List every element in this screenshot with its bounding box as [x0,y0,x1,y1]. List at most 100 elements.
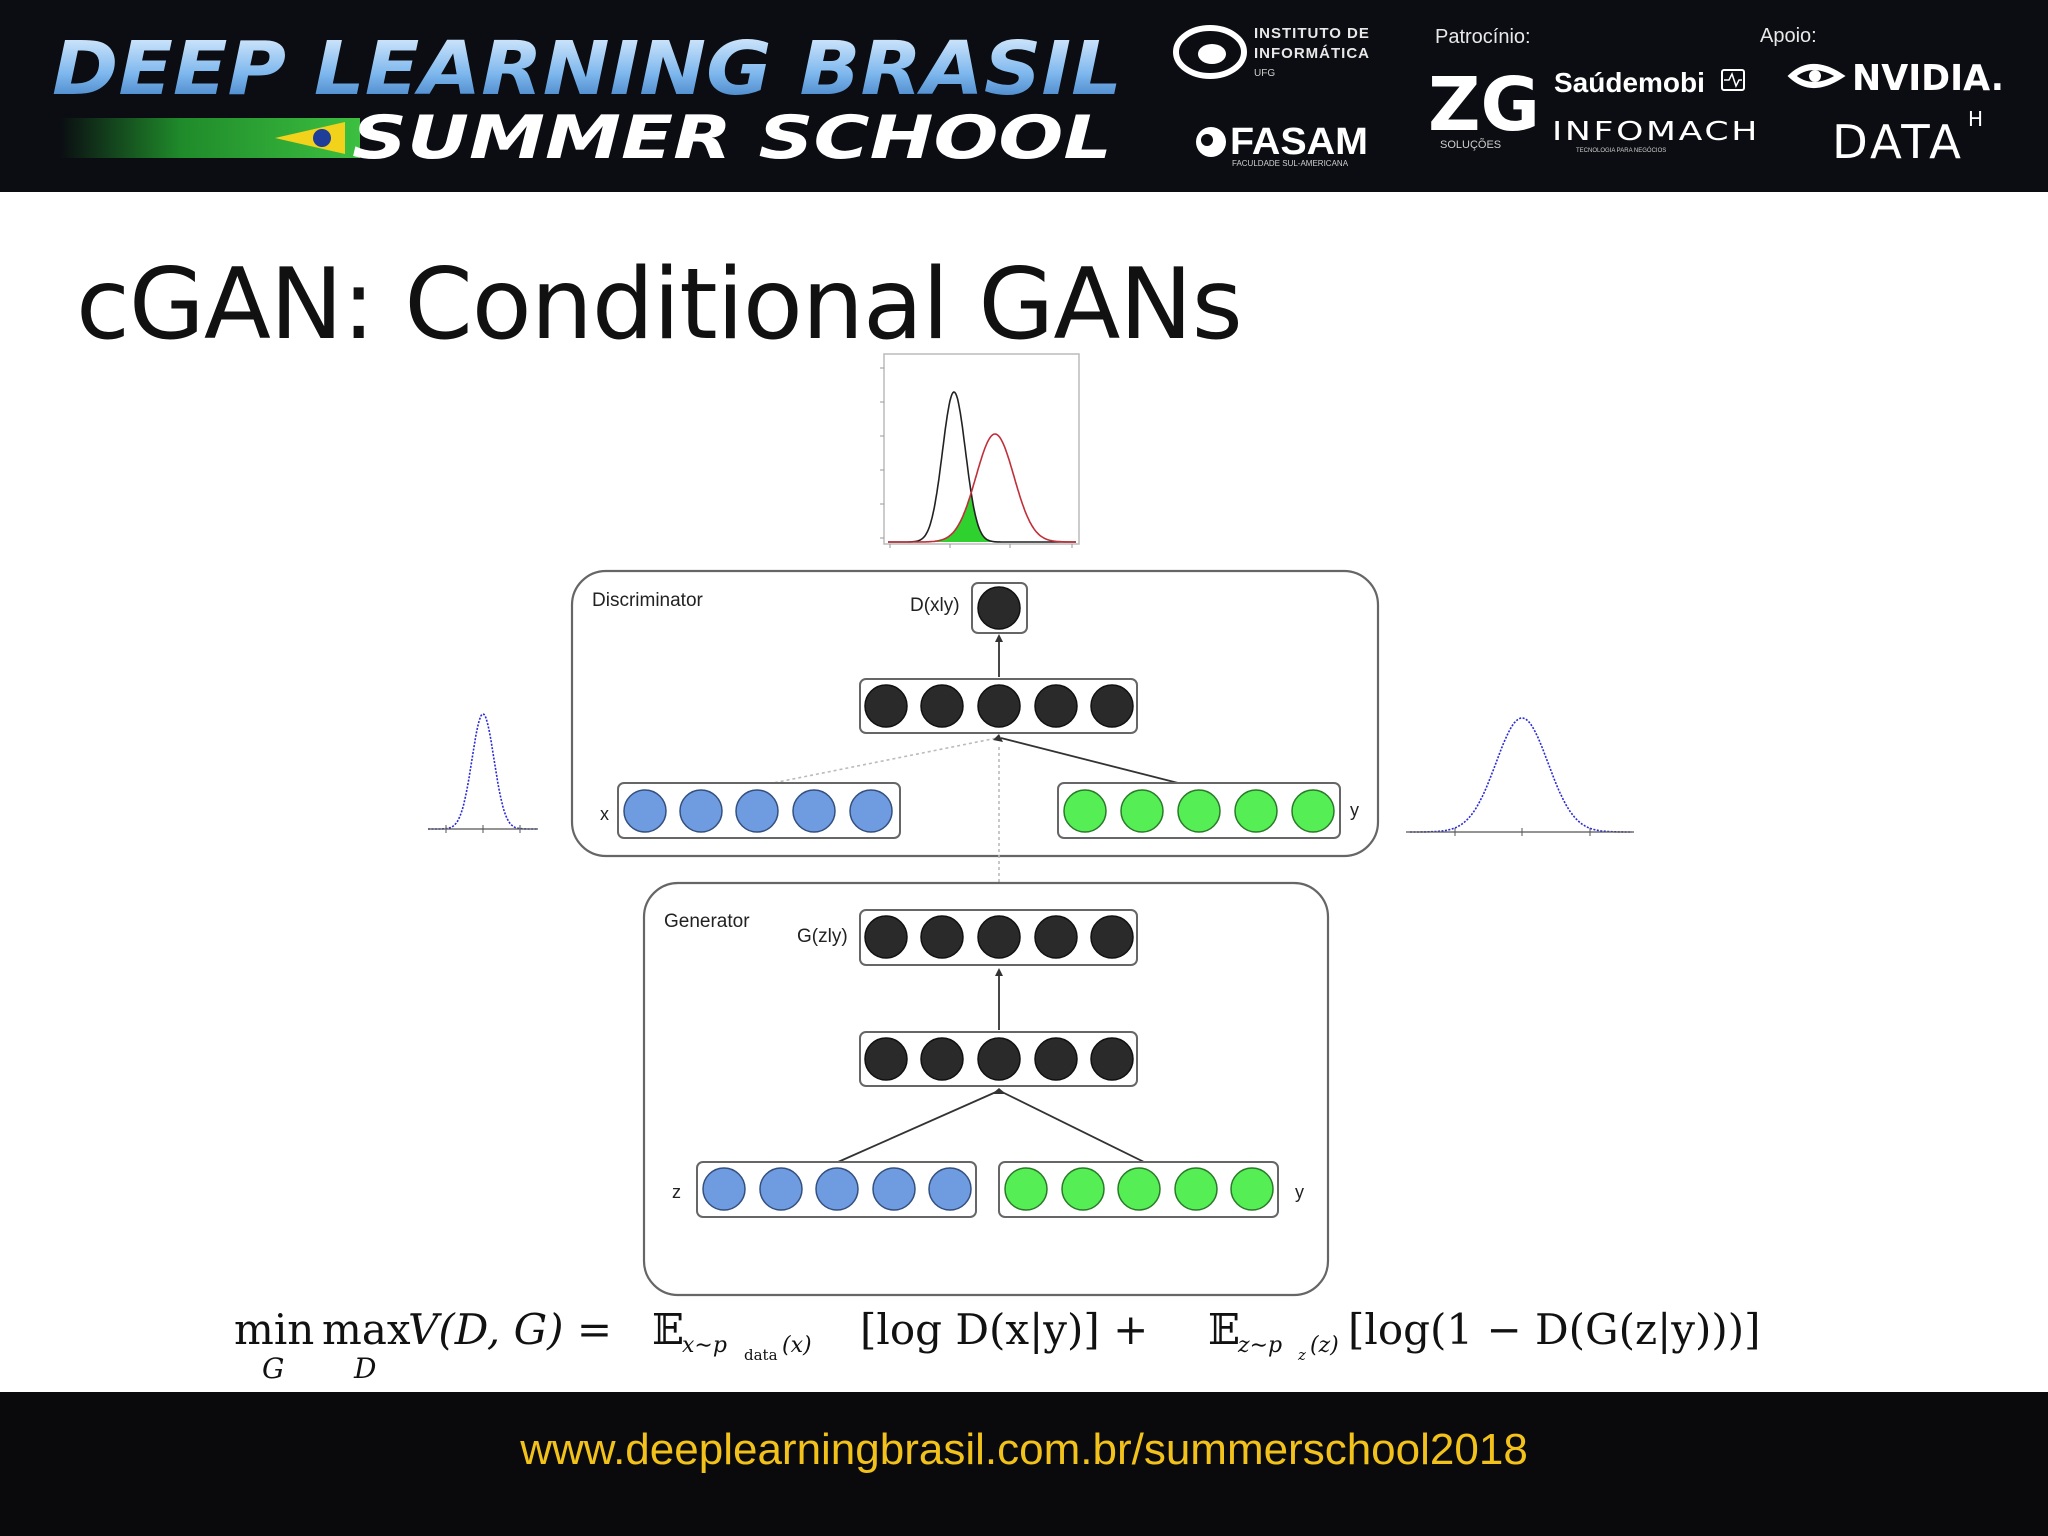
distribution-overlap-plot [880,353,1080,548]
y-input-label-d: y [1350,800,1359,820]
d-hidden-node [977,684,1021,728]
svg-text:INFORMÁTICA: INFORMÁTICA [1254,45,1370,62]
x-input-node [849,789,893,833]
x-input-node [792,789,836,833]
svg-text:Saúdemobi: Saúdemobi [1554,67,1705,98]
footer-graphic: www.deeplearningbrasil.com.br/summerscho… [519,1425,1528,1474]
x-input-layer [623,789,893,833]
z-input-layer [702,1167,972,1211]
svg-text:TECNOLOGIA PARA NEGÓCIOS: TECNOLOGIA PARA NEGÓCIOS [1576,147,1666,154]
svg-text:H: H [1968,107,1983,131]
y-input-label-g: y [1295,1182,1304,1202]
svg-text:ZG: ZG [1428,62,1540,148]
infomach-logo: INFOMACH TECNOLOGIA PARA NEGÓCIOS [1552,117,1760,154]
formula-min-sub: G [262,1352,284,1385]
x-input-label: x [600,804,609,824]
z-input-node [928,1167,972,1211]
z-input-node [872,1167,916,1211]
x-input-node [679,789,723,833]
formula-min: min [234,1305,314,1354]
header-graphic: DEEP LEARNING BRASIL SUMMER SCHOOL INSTI… [52,25,2004,173]
svg-text:DATA: DATA [1832,115,1964,169]
arrow-z-to-g-hidden [837,1091,997,1163]
y-input-node [1174,1167,1218,1211]
g-output-node [920,915,964,959]
z-input-label: z [672,1182,681,1202]
formula-max: max [322,1305,411,1354]
cgan-objective-formula: min G max D V(D, G) = 𝔼 x∼p data (x) [lo… [234,1305,1761,1385]
d-hidden-node [1090,684,1134,728]
data-distribution-curve [888,391,1076,543]
y-input-layer-d [1063,789,1335,833]
y-input-node [1234,789,1278,833]
g-hidden-node [1034,1037,1078,1081]
generator-label: Generator [664,911,750,932]
right-gaussian-plot [1406,717,1634,836]
g-output-node [864,915,908,959]
datah-logo: DATA H [1832,107,1983,169]
formula-expect-2: 𝔼 [1208,1305,1240,1354]
g-output-layer [864,915,1134,959]
fasam-logo: FASAM FACULDADE SUL-AMERICANA [1196,121,1368,168]
y-input-node [1177,789,1221,833]
g-output-label: G(zly) [797,926,848,947]
svg-text:UFG: UFG [1254,68,1275,79]
formula-value-fn: V(D, G) = [408,1305,612,1354]
cgan-diagram: Discriminator D(xly) x y [428,353,1634,1297]
formula-expect-2-subsub: z [1297,1346,1306,1364]
g-hidden-layer [864,1037,1134,1081]
formula-expect-1-sub-tail: (x) [782,1333,812,1358]
arrow-y-to-d-hidden [1000,737,1187,786]
d-hidden-node [864,684,908,728]
formula-expect-1: 𝔼 [652,1305,684,1354]
y-input-node [1004,1167,1048,1211]
y-input-node [1120,789,1164,833]
d-hidden-layer [864,684,1134,728]
footer-banner: www.deeplearningbrasil.com.br/summerscho… [0,1392,2048,1536]
x-input-node [735,789,779,833]
formula-expect-2-sub: z∼p [1237,1333,1282,1358]
svg-text:FACULDADE SUL-AMERICANA: FACULDADE SUL-AMERICANA [1232,159,1349,168]
y-input-node [1117,1167,1161,1211]
svg-text:FASAM: FASAM [1230,121,1368,163]
nvidia-logo: NVIDIA. [1787,58,2004,99]
brand-title: DEEP LEARNING BRASIL [52,26,1122,112]
g-hidden-node [920,1037,964,1081]
zg-logo: ZG SOLUÇÕES [1428,62,1540,151]
g-output-node [1034,915,1078,959]
svg-text:NVIDIA.: NVIDIA. [1852,58,2004,99]
inf-ufg-logo: INSTITUTO DE INFORMÁTICA UFG [1173,25,1370,79]
y-input-node [1063,789,1107,833]
formula-expect-1-sub: x∼p [682,1333,727,1358]
g-output-node [1090,915,1134,959]
d-output-label: D(xly) [910,595,960,616]
saudemobi-logo: Saúdemobi [1554,67,1745,98]
sponsor-label: Patrocínio: [1435,26,1531,48]
y-input-layer-g [1004,1167,1274,1211]
y-input-node [1061,1167,1105,1211]
svg-text:INFOMACH: INFOMACH [1552,117,1760,147]
z-input-node [815,1167,859,1211]
footer-url[interactable]: www.deeplearningbrasil.com.br/summerscho… [519,1425,1528,1474]
d-hidden-node [1034,684,1078,728]
z-input-node [702,1167,746,1211]
x-input-node [623,789,667,833]
svg-text:SOLUÇÕES: SOLUÇÕES [1440,138,1501,151]
z-input-node [759,1167,803,1211]
g-hidden-node [1090,1037,1134,1081]
header-banner: DEEP LEARNING BRASIL SUMMER SCHOOL INSTI… [0,0,2048,192]
formula-max-sub: D [353,1352,376,1385]
g-hidden-node [864,1037,908,1081]
y-input-node [1291,789,1335,833]
slide-title: cGAN: Conditional GANs [76,248,1243,362]
plot-ticks [880,367,1073,548]
left-gaussian-plot [428,713,538,833]
discriminator-label: Discriminator [592,590,704,611]
y-input-node [1230,1167,1274,1211]
svg-text:INSTITUTO DE: INSTITUTO DE [1254,25,1370,42]
generated-distribution-curve [888,433,1076,543]
g-output-node [977,915,1021,959]
d-output-node [977,586,1021,630]
formula-term-1: [log D(x|y)] + [860,1305,1148,1354]
brand-subtitle: SUMMER SCHOOL [352,103,1112,173]
